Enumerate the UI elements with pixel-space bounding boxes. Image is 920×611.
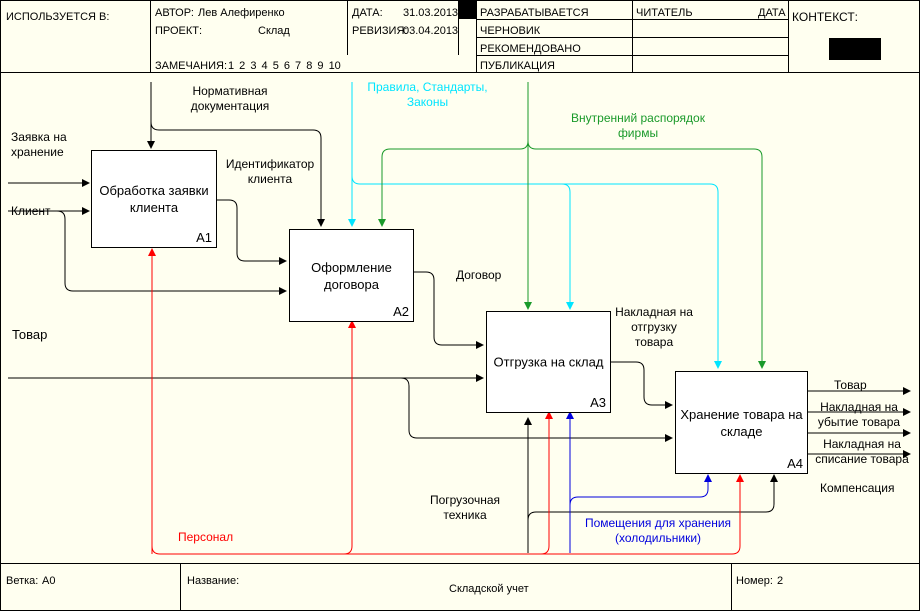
label-loss-waybill: Накладная на убытие товара xyxy=(817,400,901,429)
arrow-storage-a4 xyxy=(569,474,712,506)
revision-label: РЕВИЗИЯ: xyxy=(352,25,408,37)
activity-box-a2[interactable]: Оформление договора A2 xyxy=(289,229,414,322)
reader-label: ЧИТАТЕЛЬ xyxy=(636,7,693,19)
context-label: КОНТЕКСТ: xyxy=(792,10,858,24)
arrow-waybill xyxy=(610,361,673,409)
arrow-staff-a4 xyxy=(151,474,744,555)
notes-label: ЗАМЕЧАНИЯ: xyxy=(155,60,227,72)
activity-name: Хранение товара на складе xyxy=(680,406,803,439)
project-value: Склад xyxy=(258,25,290,37)
label-compensation: Компенсация xyxy=(820,481,895,495)
label-rules: Правила, Стандарты, Законы xyxy=(367,80,488,109)
arrow-staff-a3 xyxy=(540,411,553,555)
notes-value: 1 2 3 4 5 6 7 8 9 10 xyxy=(228,60,341,72)
activity-name: Обработка заявки клиента xyxy=(99,183,209,215)
activity-box-a4[interactable]: Хранение товара на складе A4 xyxy=(675,371,808,474)
arrow-client-id xyxy=(216,199,287,265)
label-writeoff-waybill: Накладная на списание товара xyxy=(815,437,909,466)
status-recommended: РЕКОМЕНДОВАНО xyxy=(480,43,581,55)
label-client: Клиент xyxy=(11,204,51,218)
activity-number: A3 xyxy=(590,395,606,410)
used-in-label: ИСПОЛЬЗУЕТСЯ В: xyxy=(6,11,110,23)
label-waybill: Накладная на отгрузку товара xyxy=(615,305,693,349)
date-label: ДАТА: xyxy=(352,7,383,19)
arrow-contract xyxy=(413,271,484,349)
arrow-equipment-a4 xyxy=(527,474,778,521)
label-internal-rules: Внутренний распорядок фирмы xyxy=(571,111,705,140)
arrow-client-a2 xyxy=(56,210,287,295)
status-developing: РАЗРАБАТЫВАЕТСЯ xyxy=(480,7,589,19)
number-label: Номер: xyxy=(736,575,773,587)
label-loading-equipment: Погрузочная техника xyxy=(429,493,501,522)
node-value: A0 xyxy=(42,575,56,587)
number-value: 2 xyxy=(777,575,784,587)
activity-number: A2 xyxy=(393,304,409,319)
status-publication: ПУБЛИКАЦИЯ xyxy=(480,60,555,72)
status-draft: ЧЕРНОВИК xyxy=(480,25,541,37)
activity-box-a1[interactable]: Обработка заявки клиента A1 xyxy=(91,150,217,248)
activity-name: Оформление договора xyxy=(311,259,392,292)
revision-value: 03.04.2013 xyxy=(403,25,459,37)
diagram-title: Складской учет xyxy=(449,583,529,595)
reader-date-label: ДАТА xyxy=(758,7,786,19)
node-label: Ветка: xyxy=(6,575,39,587)
title-label: Название: xyxy=(187,575,240,587)
context-thumbnail xyxy=(829,38,881,60)
activity-name: Отгрузка на склад xyxy=(493,354,604,370)
label-staff: Персонал xyxy=(178,530,234,544)
label-goods-out: Товар xyxy=(834,378,867,392)
arrow-normative-a2 xyxy=(150,121,325,227)
status-marker xyxy=(459,0,476,19)
author-label: АВТОР: xyxy=(155,7,194,19)
arrow-staff-a2 xyxy=(343,320,356,555)
project-label: ПРОЕКТ: xyxy=(155,25,203,37)
activity-number: A1 xyxy=(196,230,212,245)
arrow-goods-a4 xyxy=(400,377,673,442)
arrow-internal-a2 xyxy=(378,140,529,227)
label-request: Заявка на хранение xyxy=(11,130,67,159)
author-value: Лев Алефиренко xyxy=(198,7,285,19)
label-goods-in: Товар xyxy=(12,327,48,342)
activity-number: A4 xyxy=(787,456,803,471)
arrow-internal-a4 xyxy=(527,140,766,369)
activity-box-a3[interactable]: Отгрузка на склад A3 xyxy=(486,311,611,413)
label-client-id: Идентификатор клиента xyxy=(225,157,315,186)
label-contract: Договор xyxy=(456,268,502,282)
label-normative-docs: Нормативная документация xyxy=(190,84,270,113)
label-storage-rooms: Помещения для хранения (холодильники) xyxy=(584,516,732,545)
date-value: 31.03.2013 xyxy=(403,7,459,19)
arrow-rules-a4 xyxy=(562,183,722,369)
